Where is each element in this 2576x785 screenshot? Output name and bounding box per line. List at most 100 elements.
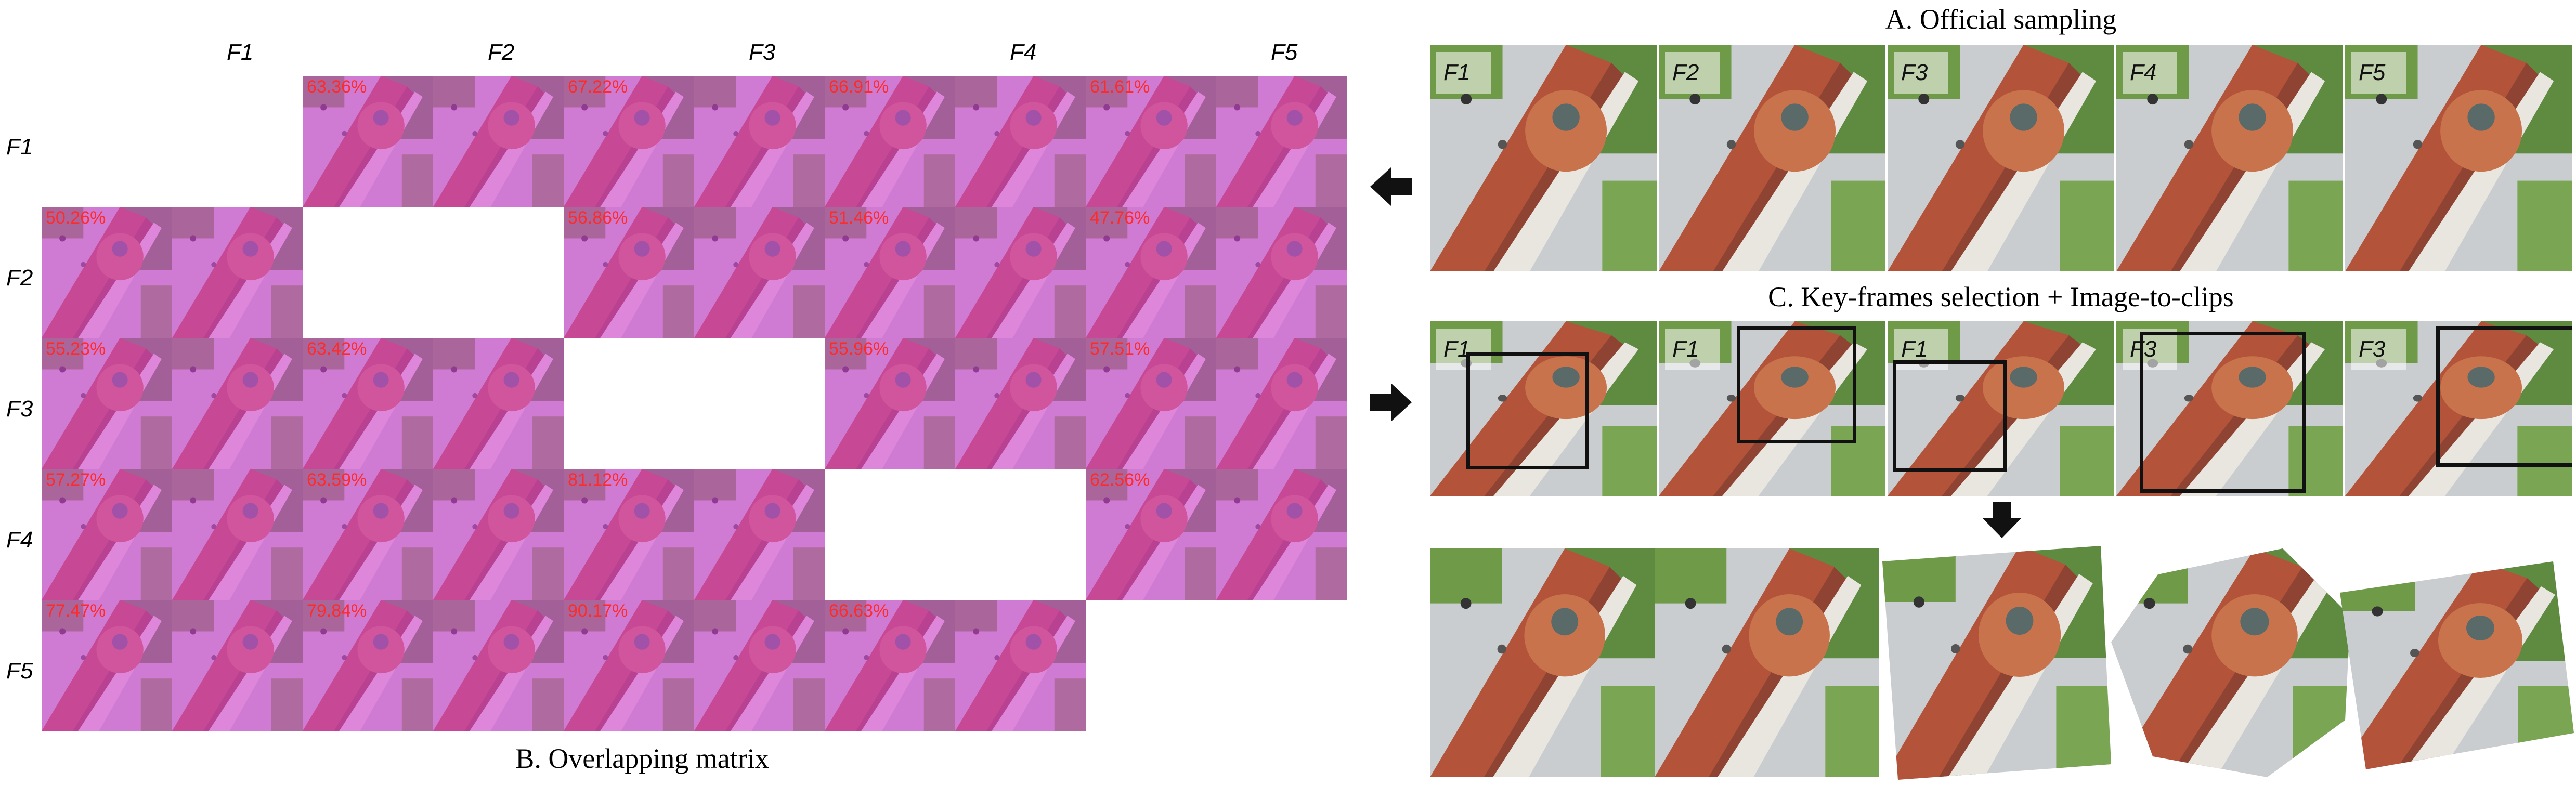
frame-tag: F1	[1436, 52, 1491, 94]
matrix-cell-image: 63.59%	[303, 469, 433, 600]
overlap-percent: 79.84%	[307, 601, 367, 621]
overlap-mask	[694, 469, 825, 600]
overlap-mask	[172, 207, 303, 338]
overlap-mask	[172, 469, 303, 600]
overlap-mask	[694, 600, 825, 731]
frame-tag: F3	[2123, 329, 2177, 370]
keyframe-frame: F1	[1888, 321, 2114, 496]
matrix-cell-image: 57.51%	[1086, 338, 1216, 469]
overlap-mask	[1086, 76, 1216, 207]
overlap-percent: 81.12%	[568, 470, 628, 490]
overlap-percent: 66.63%	[829, 601, 889, 621]
clip-image	[2111, 548, 2350, 777]
overlap-percent: 56.86%	[568, 208, 628, 228]
matrix-cell-image	[955, 338, 1086, 469]
keyframes-caption: C. Key-frames selection + Image-to-clips	[1768, 281, 2234, 312]
overlap-mask	[564, 600, 694, 731]
overlap-mask	[955, 207, 1086, 338]
overlap-mask	[564, 207, 694, 338]
matrix-cell-image	[172, 600, 303, 731]
matrix-cell-image: 55.23%	[42, 338, 172, 469]
matrix-row-label: F4	[6, 527, 33, 553]
overlap-percent: 55.96%	[829, 339, 889, 359]
official-frame: F5	[2345, 45, 2572, 271]
matrix-cell-image	[1216, 207, 1347, 338]
overlap-mask	[564, 469, 694, 600]
matrix-col-label: F2	[488, 40, 515, 65]
matrix-cell-image	[694, 469, 825, 600]
overlap-mask	[433, 600, 564, 731]
matrix-cell-image	[433, 338, 564, 469]
overlap-mask	[564, 76, 694, 207]
crop-box	[2436, 326, 2572, 467]
overlap-mask	[694, 76, 825, 207]
official-caption: A. Official sampling	[1885, 4, 2117, 35]
matrix-cell-image: 61.61%	[1086, 76, 1216, 207]
crop-box	[1893, 360, 2007, 472]
matrix-cell-image: 63.42%	[303, 338, 433, 469]
matrix-col-label: F1	[227, 40, 254, 65]
overlap-mask	[433, 76, 564, 207]
matrix-row-label: F3	[6, 396, 33, 422]
overlap-mask	[1216, 207, 1347, 338]
matrix-col-label: F5	[1271, 40, 1298, 65]
matrix-cell-image	[172, 338, 303, 469]
overlap-mask	[303, 469, 433, 600]
matrix-cell-image	[694, 600, 825, 731]
official-frame: F2	[1659, 45, 1885, 271]
matrix-cell-image	[433, 600, 564, 731]
arrow-down-icon	[1983, 502, 2021, 538]
matrix-cell-image	[955, 76, 1086, 207]
matrix-cell-image: 81.12%	[564, 469, 694, 600]
overlap-percent: 67.22%	[568, 77, 628, 97]
official-frame: F3	[1888, 45, 2114, 271]
clip-image	[2340, 561, 2574, 769]
matrix-caption: B. Overlapping matrix	[515, 743, 769, 774]
matrix-cell-image: 66.91%	[825, 76, 955, 207]
arrow-right-icon	[1370, 383, 1412, 422]
overlap-mask	[694, 207, 825, 338]
clip-image	[1655, 548, 1879, 777]
matrix-cell-image	[694, 207, 825, 338]
overlap-mask	[955, 600, 1086, 731]
frame-tag: F5	[2351, 52, 2406, 94]
clip-image	[1882, 546, 2111, 780]
overlap-percent: 61.61%	[1090, 77, 1150, 97]
overlap-mask	[172, 600, 303, 731]
frame-tag: F2	[1665, 52, 1720, 94]
keyframe-frame: F3	[2116, 321, 2343, 496]
overlap-mask	[825, 338, 955, 469]
clip-image	[1430, 548, 1655, 777]
official-frame: F1	[1430, 45, 1657, 271]
overlap-percent: 63.36%	[307, 77, 367, 97]
matrix-cell-image: 63.36%	[303, 76, 433, 207]
matrix-cell-image: 67.22%	[564, 76, 694, 207]
matrix-cell-image	[694, 76, 825, 207]
matrix-cell-image: 90.17%	[564, 600, 694, 731]
crop-box	[1466, 352, 1589, 469]
overlap-mask	[42, 338, 172, 469]
matrix-row-label: F1	[6, 134, 33, 160]
overlap-percent: 57.51%	[1090, 339, 1150, 359]
overlap-mask	[303, 76, 433, 207]
frame-tag: F1	[1665, 329, 1720, 370]
matrix-cell-image	[955, 207, 1086, 338]
matrix-cell-image: 51.46%	[825, 207, 955, 338]
overlap-mask	[1216, 338, 1347, 469]
matrix-cell-image: 56.86%	[564, 207, 694, 338]
overlap-percent: 55.23%	[46, 339, 106, 359]
matrix-cell-image: 66.63%	[825, 600, 955, 731]
overlap-percent: 66.91%	[829, 77, 889, 97]
matrix-col-label: F3	[749, 40, 776, 65]
matrix-cell-image: 77.47%	[42, 600, 172, 731]
overlap-mask	[433, 469, 564, 600]
overlap-mask	[1216, 76, 1347, 207]
matrix-cell-image	[1216, 338, 1347, 469]
matrix-cell-image	[433, 469, 564, 600]
matrix-cell-image	[172, 469, 303, 600]
overlap-percent: 47.76%	[1090, 208, 1150, 228]
overlap-mask	[955, 338, 1086, 469]
overlap-mask	[303, 338, 433, 469]
overlap-mask	[42, 469, 172, 600]
frame-tag: F4	[2123, 52, 2177, 94]
